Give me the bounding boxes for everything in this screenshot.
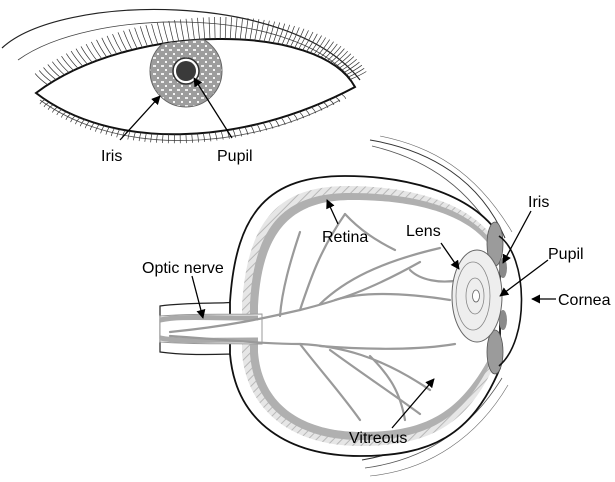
pupil-side-label: Pupil bbox=[548, 246, 584, 263]
pupil-front-label: Pupil bbox=[217, 148, 253, 165]
iris-front-arrow bbox=[119, 95, 161, 141]
side-eye-view bbox=[159, 135, 523, 477]
iris-inner-lower bbox=[499, 310, 507, 330]
front-eye-view bbox=[1, 8, 367, 144]
pupil-front-arrow bbox=[193, 77, 233, 139]
pupil-side-arrow bbox=[499, 259, 549, 297]
upper-eyelashes bbox=[34, 16, 367, 86]
retina-label: Retina bbox=[322, 229, 368, 246]
retinal-vessels bbox=[168, 212, 462, 422]
side-iris-lower bbox=[486, 329, 504, 375]
iris-inner-upper bbox=[499, 258, 507, 278]
lens-arrow bbox=[440, 242, 460, 270]
cornea-shape bbox=[498, 235, 523, 367]
iris-side-label: Iris bbox=[528, 194, 549, 211]
brow-line-inner bbox=[17, 21, 351, 79]
cornea-label: Cornea bbox=[558, 292, 611, 309]
iris-side-arrow bbox=[502, 210, 532, 264]
front-pupil-shape bbox=[176, 61, 196, 81]
vitreous-label: Vitreous bbox=[349, 430, 407, 447]
lens-label: Lens bbox=[406, 223, 441, 240]
optic-nerve-label: Optic nerve bbox=[142, 260, 224, 277]
iris-front-label: Iris bbox=[101, 148, 122, 165]
upper-lid-lines bbox=[369, 139, 506, 239]
lower-eyelashes bbox=[39, 93, 347, 144]
retina-arrow bbox=[326, 199, 339, 225]
vitreous-arrow bbox=[391, 378, 435, 429]
optic-nerve-arrow bbox=[191, 275, 206, 319]
vitreous-body bbox=[258, 200, 490, 432]
